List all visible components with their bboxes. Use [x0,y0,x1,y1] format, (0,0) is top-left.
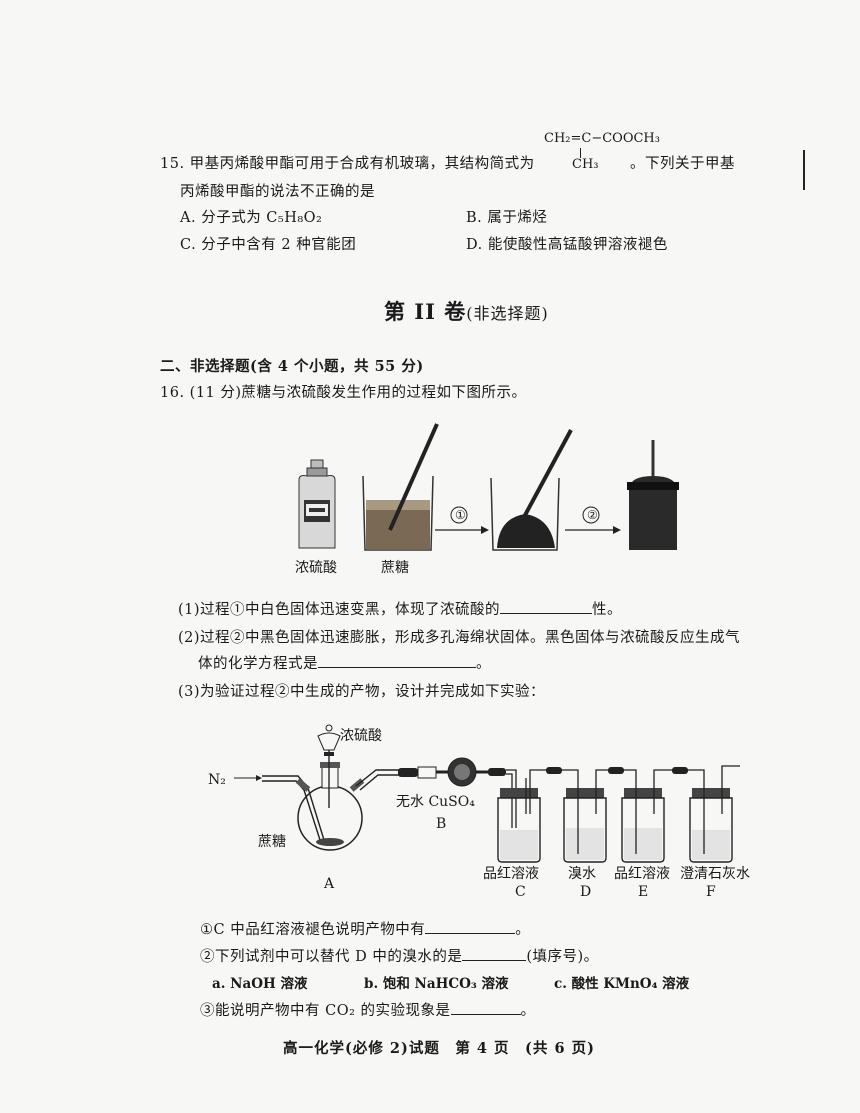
drying-tube-b-icon [417,757,488,787]
figure-sugar-acid-process: ① ② 浓硫酸 蔗糖 [295,423,679,576]
page-edge-mark [803,150,805,190]
choice-b: b. 饱和 NaHCO₃ 溶液 [364,976,509,992]
label-a: A [323,876,335,892]
beaker-sugar-icon [362,423,439,551]
q16-s1-before: ①C 中品红溶液褪色说明产物中有 [200,922,426,938]
q16-s3-after: 。 [520,1003,536,1019]
flask-a-icon [295,762,365,851]
q15-option-b: B. 属于烯烃 [466,210,548,226]
q16-s3-before: ③能说明产物中有 CO₂ 的实验现象是 [200,1003,451,1019]
q16-s2: ②下列试剂中可以替代 D 中的溴水的是 (填序号)。 [200,945,599,966]
q15-option-a: A. 分子式为 C₅H₈O₂ [180,210,323,226]
label-sugar: 蔗糖 [381,560,409,576]
label-e: E [638,884,648,900]
label-sol-e: 品红溶液 [614,866,670,882]
label-c: C [515,884,526,900]
q16-p2-line1: (2)过程②中黑色固体迅速膨胀，形成多孔海绵状固体。黑色固体与浓硫酸反应生成气 [178,630,741,646]
answer-blank-3[interactable] [425,919,516,934]
page-footer: 高一化学(必修 2)试题 第 4 页 (共 6 页) [283,1040,595,1057]
section-heading: 二、非选择题(含 4 个小题，共 55 分) [160,358,424,375]
choice-a: a. NaOH 溶液 [212,976,308,992]
bottle-d-icon [563,778,607,863]
q16-s1: ①C 中品红溶液褪色说明产物中有 。 [200,918,530,939]
formula-bottom: CH₃ [572,157,599,172]
label-sol-d: 溴水 [568,866,596,882]
q16-p2-before: 体的化学方程式是 [198,656,318,672]
bottle-e-icon [621,778,665,863]
bottle-c-icon [497,778,541,863]
answer-blank-5[interactable] [450,1000,521,1015]
q16-intro: 16. (11 分)蔗糖与浓硫酸发生作用的过程如下图所示。 [160,385,527,401]
q15-option-d: D. 能使酸性高锰酸钾溶液褪色 [466,237,668,253]
q15-option-c: C. 分子中含有 2 种官能团 [180,237,357,253]
answer-blank-2[interactable] [318,653,476,668]
section-title-sub: (非选择题) [466,304,549,323]
q15-text-after: 。下列关于甲基 [630,156,735,172]
q16-p1-before: (1)过程①中白色固体迅速变黑，体现了浓硫酸的 [178,602,501,618]
q16-s3: ③能说明产物中有 CO₂ 的实验现象是 。 [200,999,536,1020]
q15-line2: 丙烯酸甲酯的说法不正确的是 [180,184,375,200]
q16-p2-after: 。 [476,656,491,672]
label-b: B [436,816,446,832]
bottle-f-icon [689,778,733,863]
expanded-carbon-icon [627,440,679,550]
label-d: D [580,884,591,900]
label-sol-f: 澄清石灰水 [680,866,750,882]
label-cuso4: 无水 CuSO₄ [396,794,475,810]
dropping-funnel-icon [317,724,341,808]
choice-c: c. 酸性 KMnO₄ 溶液 [554,976,690,992]
formula-top: CH₂=C−COOCH₃ [544,131,660,146]
section-title-main: 第 II 卷 [384,299,467,324]
q15-text-before: 15. 甲基丙烯酸甲酯可用于合成有机玻璃，其结构简式为 [160,156,535,172]
formula-bond [580,148,581,158]
acid-bottle-icon [298,459,336,549]
label-acid: 浓硫酸 [295,560,337,576]
label-acid-funnel: 浓硫酸 [340,728,382,744]
label-sugar-flask: 蔗糖 [258,834,286,850]
step2-label: ② [587,508,598,522]
section-title: 第 II 卷(非选择题) [384,296,549,326]
label-f: F [706,884,716,900]
step1-label: ① [455,508,466,522]
q15-text: 15. 甲基丙烯酸甲酯可用于合成有机玻璃，其结构简式为 [160,152,535,173]
figure-apparatus: N₂ 浓硫酸 蔗糖 A 无水 CuSO₄ B [208,724,750,900]
q16-s2-after: (填序号)。 [526,949,599,965]
q16-p1-after: 性。 [592,602,623,618]
q16-s1-after: 。 [515,922,531,938]
q16-s2-before: ②下列试剂中可以替代 D 中的溴水的是 [200,949,463,965]
q16-p1: (1)过程①中白色固体迅速变黑，体现了浓硫酸的 性。 [178,598,622,619]
label-sol-c: 品红溶液 [483,866,539,882]
q16-p3: (3)为验证过程②中生成的产物，设计并完成如下实验： [178,684,546,700]
q16-p2-line2: 体的化学方程式是 。 [198,652,491,673]
answer-blank-4[interactable] [462,946,527,961]
label-n2: N₂ [208,772,226,788]
answer-blank-1[interactable] [500,599,593,614]
beaker-black-icon [490,429,573,551]
